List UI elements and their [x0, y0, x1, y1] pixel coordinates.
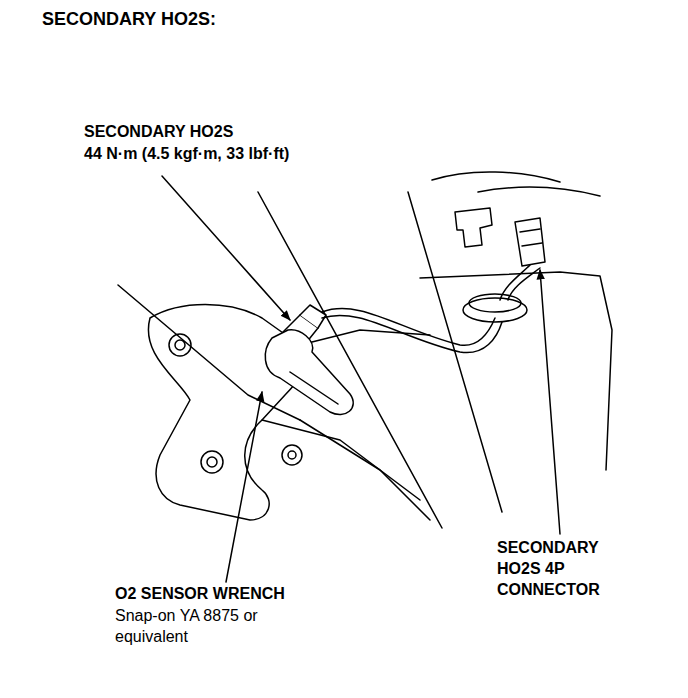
part-name: SECONDARY HO2S 4P CONNECTOR: [497, 538, 622, 600]
torque-spec: 44 N·m (4.5 kgf·m, 33 lbf·ft): [84, 144, 289, 165]
sensor-body: [300, 305, 326, 328]
bolt: [282, 445, 302, 465]
sensor-wire: [322, 309, 495, 346]
bolt: [175, 340, 185, 350]
grommet: [469, 294, 521, 312]
grommet: [463, 298, 527, 322]
o2-sensor-wrench: [265, 330, 353, 415]
leader-line: [540, 270, 560, 534]
frame-line: [408, 192, 502, 512]
tool-number: Snap-on YA 8875 or equivalent: [115, 606, 285, 648]
manifold-pipe: [300, 330, 430, 345]
sensor-wire: [500, 265, 530, 300]
body-edge: [432, 172, 560, 182]
part-name: SECONDARY HO2S: [84, 122, 233, 143]
sensor-wire: [322, 315, 502, 352]
manifold-pipe: [262, 420, 420, 500]
connector-4p: [515, 218, 545, 266]
frame-line: [258, 192, 442, 528]
connector-4p: [520, 229, 542, 246]
bolt: [288, 451, 296, 459]
leader-line: [162, 176, 290, 320]
bolt: [201, 451, 223, 473]
mating-connector: [455, 208, 492, 247]
body-edge: [478, 187, 600, 196]
tool-name: O2 SENSOR WRENCH: [115, 584, 285, 605]
bolt: [169, 334, 191, 356]
body-edge: [420, 272, 612, 470]
leader-line: [226, 392, 262, 582]
page-title: SECONDARY HO2S:: [42, 8, 216, 31]
manifold-pipe: [300, 420, 430, 520]
bolt: [207, 457, 217, 467]
o2-sensor-wrench: [290, 372, 338, 404]
sensor-wire: [508, 268, 540, 300]
